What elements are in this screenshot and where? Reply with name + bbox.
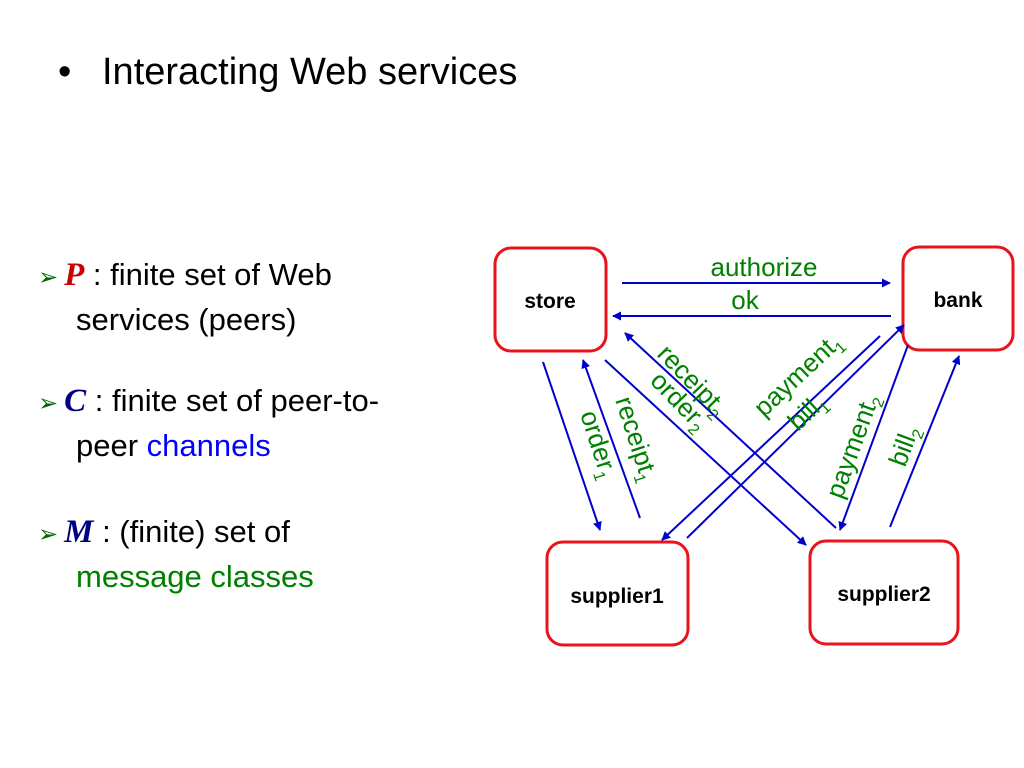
node-store: store [493,246,608,353]
node-store-label: store [524,290,575,313]
symbol-p: P [64,257,85,293]
title-bullet-icon: • [58,51,72,93]
arrow-store-to-supplier1 [542,361,602,531]
bullet-messages-line1: : (finite) set of [93,514,290,549]
msg-ok: ok [731,285,759,315]
bullet-peers: ➢P : finite set of Web services (peers) [38,254,498,341]
bullet-channels-line1: : finite set of peer-to- [86,383,380,418]
bullet-messages-line2-highlight: message classes [76,559,314,594]
bullet-channels-line2-highlight: channels [146,428,271,463]
node-supplier1: supplier1 [545,540,690,647]
arrow-supplier1-to-store [581,359,641,519]
arrow-bank-to-supplier1 [661,335,881,541]
msg-authorize: authorize [711,252,818,282]
bullet-peers-line2-text: services (peers) [76,302,297,337]
arrow-store-to-supplier2 [604,359,807,546]
arrow-bullet-icon: ➢ [38,390,59,417]
symbol-m: M [64,514,94,550]
arrow-bullet-icon: ➢ [38,264,59,291]
arrow-bullet-icon: ➢ [38,521,59,548]
node-supplier2: supplier2 [808,539,960,646]
bullet-channels: ➢C : finite set of peer-to- peer channel… [38,380,498,467]
bullet-channels-line2: peer channels [38,425,498,467]
arrow-supplier2-to-bank [889,355,961,528]
arrow-supplier1-to-bank [686,324,905,539]
node-bank-label: bank [933,289,982,312]
node-supplier2-label: supplier2 [837,583,930,606]
arrow-bank-to-supplier2 [838,344,909,531]
title-text: Interacting Web services [102,51,518,93]
bullet-channels-line2-text: peer [76,428,147,463]
bullet-peers-line2: services (peers) [38,299,498,341]
arrow-supplier2-to-store [624,332,837,529]
bullet-messages-line2: message classes [38,556,498,598]
symbol-c: C [64,383,87,419]
slide-title: • Interacting Web services [58,48,517,96]
bullet-peers-line1: : finite set of Web [84,257,332,292]
node-bank: bank [901,245,1015,352]
node-supplier1-label: supplier1 [570,585,664,608]
bullet-messages: ➢M : (finite) set of message classes [38,511,498,598]
